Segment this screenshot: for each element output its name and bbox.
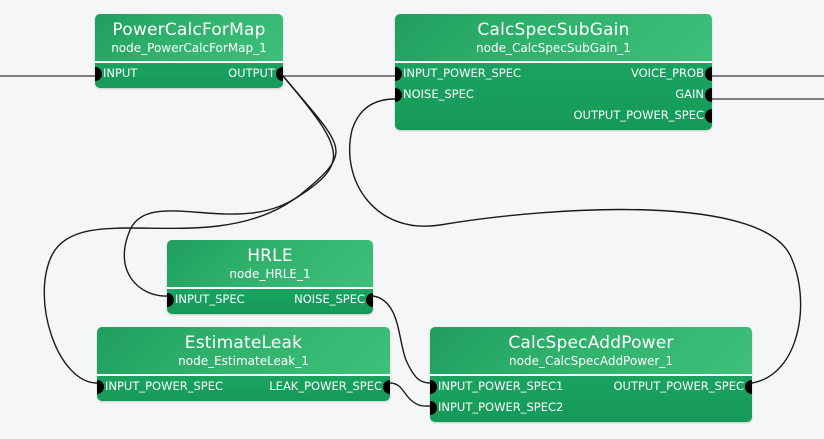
connection-wire-estimateleak-leak-to-addpower-input2[interactable] bbox=[389, 382, 431, 407]
node-subtitle-power_calc_for_map: node_PowerCalcForMap_1 bbox=[111, 41, 267, 55]
port-row-calc_spec_sub_gain-0: INPUT_POWER_SPEC VOICE_PROB bbox=[395, 63, 712, 84]
node-body-power_calc_for_map: INPUT OUTPUT bbox=[95, 63, 283, 88]
input-port-label-power_calc_for_map-input: INPUT bbox=[103, 66, 138, 80]
output-port-dot-calc_spec_sub_gain-voice_prob[interactable] bbox=[705, 66, 712, 81]
input-port-label-estimate_leak-input_power_spec: INPUT_POWER_SPEC bbox=[105, 379, 224, 393]
output-port-dot-calc_spec_add_power-output_power_spec[interactable] bbox=[745, 379, 752, 394]
output-port-label-power_calc_for_map-output: OUTPUT bbox=[228, 66, 275, 80]
node-subtitle-hrle: node_HRLE_1 bbox=[229, 267, 311, 281]
input-port-dot-calc_spec_add_power-input_power_spec1[interactable] bbox=[430, 379, 437, 394]
input-port-dot-power_calc_for_map-input[interactable] bbox=[95, 66, 102, 81]
node-body-spacer-calc_spec_add_power bbox=[430, 418, 752, 422]
input-port-label-calc_spec_sub_gain-noise_spec: NOISE_SPEC bbox=[403, 87, 474, 101]
input-port-dot-calc_spec_add_power-input_power_spec2[interactable] bbox=[430, 400, 437, 415]
port-row-calc_spec_sub_gain-1: NOISE_SPEC GAIN bbox=[395, 84, 712, 105]
node-subtitle-estimate_leak: node_EstimateLeak_1 bbox=[178, 354, 309, 368]
output-port-dot-calc_spec_sub_gain-gain[interactable] bbox=[705, 87, 712, 102]
output-port-label-calc_spec_sub_gain-output_power_spec: OUTPUT_POWER_SPEC bbox=[573, 108, 704, 122]
port-row-calc_spec_add_power-1: INPUT_POWER_SPEC2 bbox=[430, 397, 752, 418]
output-port-label-calc_spec_add_power-output_power_spec: OUTPUT_POWER_SPEC bbox=[613, 379, 744, 393]
node-body-spacer-calc_spec_sub_gain bbox=[395, 126, 712, 130]
input-port-label-calc_spec_sub_gain-input_power_spec: INPUT_POWER_SPEC bbox=[403, 66, 522, 80]
output-port-label-hrle-noise_spec: NOISE_SPEC bbox=[294, 292, 365, 306]
input-port-label-calc_spec_add_power-input_power_spec2: INPUT_POWER_SPEC2 bbox=[438, 400, 564, 414]
output-port-label-calc_spec_sub_gain-voice_prob: VOICE_PROB bbox=[630, 66, 704, 80]
node-body-hrle: INPUT_SPEC NOISE_SPEC bbox=[167, 289, 373, 314]
node-title-calc_spec_sub_gain: CalcSpecSubGain bbox=[477, 20, 630, 40]
node-subtitle-calc_spec_sub_gain: node_CalcSpecSubGain_1 bbox=[476, 41, 631, 55]
input-port-label-hrle-input_spec: INPUT_SPEC bbox=[175, 292, 245, 306]
node-body-estimate_leak: INPUT_POWER_SPEC LEAK_POWER_SPEC bbox=[97, 376, 390, 401]
output-port-label-estimate_leak-leak_power_spec: LEAK_POWER_SPEC bbox=[269, 379, 382, 393]
input-port-dot-calc_spec_sub_gain-input_power_spec[interactable] bbox=[395, 66, 402, 81]
node-body-spacer-power_calc_for_map bbox=[95, 84, 283, 88]
node-body-calc_spec_sub_gain: INPUT_POWER_SPEC VOICE_PROB NOISE_SPEC GAIN… bbox=[395, 63, 712, 130]
node-body-spacer-hrle bbox=[167, 310, 373, 314]
output-port-dot-calc_spec_sub_gain-output_power_spec[interactable] bbox=[705, 108, 712, 123]
input-port-label-calc_spec_add_power-input_power_spec1: INPUT_POWER_SPEC1 bbox=[438, 379, 564, 393]
node-subtitle-calc_spec_add_power: node_CalcSpecAddPower_1 bbox=[509, 354, 673, 368]
node-title-power_calc_for_map: PowerCalcForMap bbox=[112, 20, 266, 40]
output-port-dot-hrle-noise_spec[interactable] bbox=[366, 292, 373, 307]
output-port-dot-estimate_leak-leak_power_spec[interactable] bbox=[383, 379, 390, 394]
output-port-dot-power_calc_for_map-output[interactable] bbox=[276, 66, 283, 81]
port-row-hrle-0: INPUT_SPEC NOISE_SPEC bbox=[167, 289, 373, 310]
port-row-calc_spec_sub_gain-2: OUTPUT_POWER_SPEC bbox=[395, 105, 712, 126]
node-title-hrle: HRLE bbox=[247, 246, 293, 266]
port-row-calc_spec_add_power-0: INPUT_POWER_SPEC1 OUTPUT_POWER_SPEC bbox=[430, 376, 752, 397]
port-row-power_calc_for_map-0: INPUT OUTPUT bbox=[95, 63, 283, 84]
port-row-estimate_leak-0: INPUT_POWER_SPEC LEAK_POWER_SPEC bbox=[97, 376, 390, 397]
input-port-dot-estimate_leak-input_power_spec[interactable] bbox=[97, 379, 104, 394]
node-title-estimate_leak: EstimateLeak bbox=[184, 333, 303, 353]
node-title-calc_spec_add_power: CalcSpecAddPower bbox=[508, 333, 674, 353]
output-port-label-calc_spec_sub_gain-gain: GAIN bbox=[675, 87, 704, 101]
node-body-spacer-estimate_leak bbox=[97, 397, 390, 401]
input-port-dot-calc_spec_sub_gain-noise_spec[interactable] bbox=[395, 87, 402, 102]
